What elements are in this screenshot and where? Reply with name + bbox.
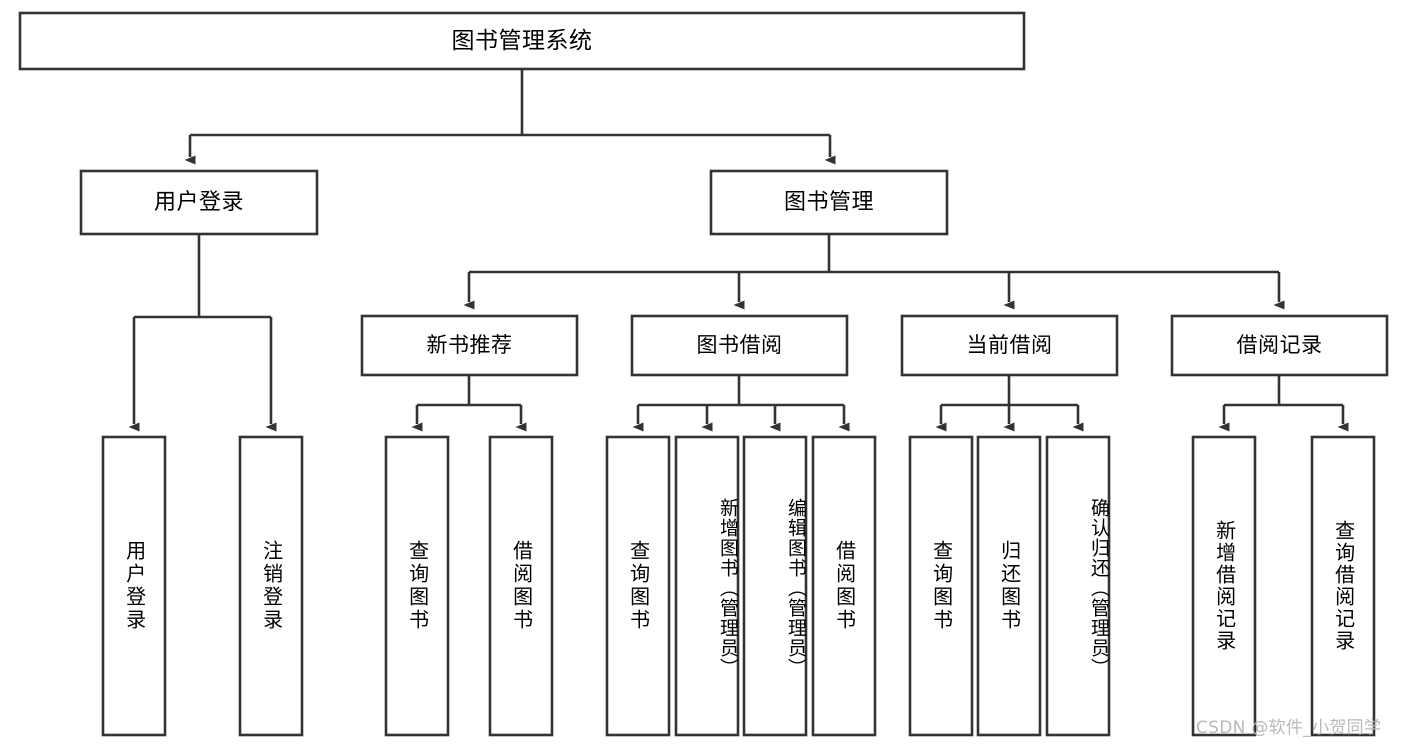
watermark-text: CSDN @软件_小贺同学: [1196, 718, 1382, 738]
node-box-leaf-query-book-1[interactable]: [384, 435, 450, 737]
node-box-root[interactable]: [18, 11, 1026, 71]
node-box-leaf-add-record[interactable]: [1191, 435, 1257, 737]
node-box-leaf-borrow-book-2[interactable]: [811, 435, 877, 737]
node-box-layer: [18, 11, 1389, 737]
node-box-leaf-query-book-2[interactable]: [605, 435, 671, 737]
node-box-borrow-record[interactable]: [1170, 314, 1389, 377]
node-box-leaf-user-login[interactable]: [101, 435, 167, 737]
node-box-leaf-edit-book[interactable]: [742, 435, 808, 737]
node-box-book-borrow[interactable]: [630, 314, 849, 377]
node-box-leaf-confirm-return[interactable]: [1045, 435, 1111, 737]
node-box-leaf-user-logout[interactable]: [238, 435, 304, 737]
node-box-leaf-query-book-3[interactable]: [908, 435, 974, 737]
node-box-current-borrow[interactable]: [900, 314, 1119, 377]
node-box-leaf-return-book[interactable]: [976, 435, 1042, 737]
node-box-leaf-query-record[interactable]: [1310, 435, 1376, 737]
node-box-book-management[interactable]: [709, 169, 949, 236]
node-box-leaf-borrow-book-1[interactable]: [488, 435, 554, 737]
node-box-leaf-add-book[interactable]: [674, 435, 740, 737]
connector-layer: [128, 69, 1349, 432]
node-box-new-book-recommend[interactable]: [360, 314, 579, 377]
node-box-user-login[interactable]: [79, 169, 319, 236]
